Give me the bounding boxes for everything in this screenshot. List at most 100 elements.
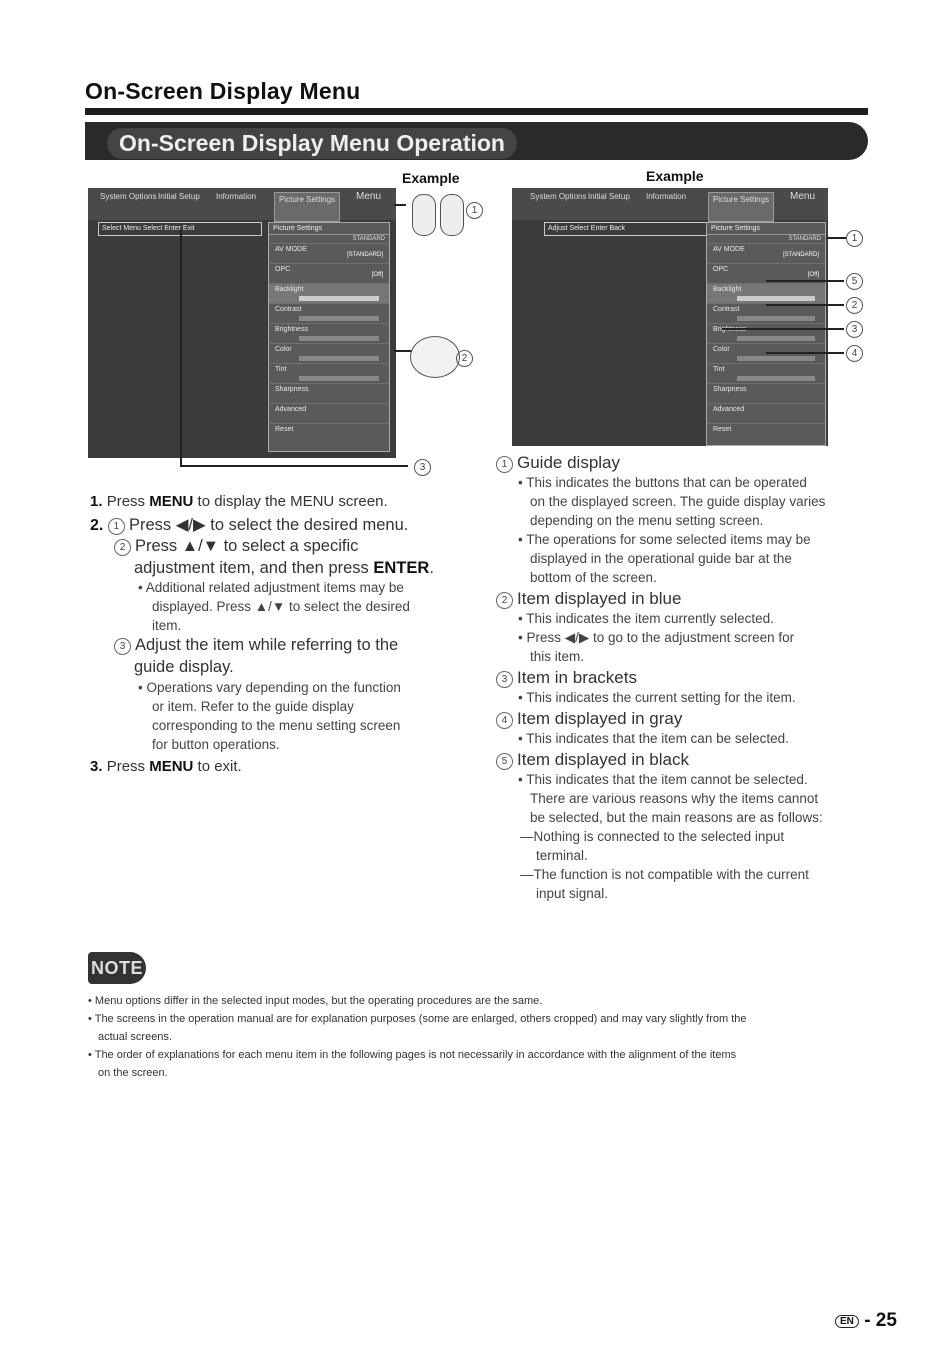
step-text: Press ◀/▶ to select the desired menu.: [128, 516, 409, 534]
menu-row: Contrast: [269, 303, 389, 323]
circle-4-icon: 4: [496, 712, 513, 729]
step-text: Press ▲/▼ to select a specific: [135, 537, 359, 555]
legend-line: on the displayed screen. The guide displ…: [530, 494, 826, 509]
step-3: 3. Press MENU to exit.: [90, 758, 242, 775]
callout-number-3: 3: [846, 321, 863, 338]
tab-picture-settings: Picture Settings: [274, 192, 341, 222]
circle-5-icon: 5: [496, 753, 513, 770]
tab-system-options: System Options: [530, 192, 587, 201]
menu-panel: Picture Settings STANDARD AV MODE[STANDA…: [268, 222, 390, 452]
language-en-icon: EN: [835, 1315, 859, 1328]
legend-2-text: • This indicates the item currently sele…: [518, 611, 795, 664]
row-label: Reset: [275, 426, 294, 433]
callout-line-3-vertical: [180, 230, 182, 466]
remote-left-right-keys-icon: [412, 194, 436, 236]
bullet-line: or item. Refer to the guide display: [152, 699, 354, 714]
step-2b-line2: adjustment item, and then press ENTER.: [134, 559, 434, 578]
legend-heading-text: Item displayed in gray: [517, 709, 683, 728]
note-item: The order of explanations for each menu …: [94, 1049, 737, 1061]
menu-row: AV MODE [STANDARD]: [269, 243, 389, 263]
menu-row: Reset: [269, 423, 389, 443]
menu-row: Reset: [707, 423, 825, 443]
legend-4-text: • This indicates that the item can be se…: [518, 731, 789, 746]
row-label: OPC: [713, 266, 729, 273]
menu-row: Sharpness: [269, 383, 389, 403]
row-label: Contrast: [713, 306, 740, 313]
row-label: Advanced: [275, 406, 307, 413]
legend-1-text: • This indicates the buttons that can be…: [518, 475, 826, 585]
slider-bar: [299, 376, 379, 381]
callout-number-5: 5: [846, 273, 863, 290]
legend-heading-text: Item displayed in blue: [517, 589, 682, 608]
menu-row: Sharpness: [707, 383, 825, 403]
legend-line: There are various reasons why the items …: [530, 791, 819, 806]
enter-key-label: ENTER: [373, 559, 430, 577]
tab-system-options: System Options: [100, 192, 157, 201]
slider-bar: [299, 356, 379, 361]
standard-label: STANDARD: [788, 236, 821, 242]
legend-line: depending on the menu setting screen.: [530, 513, 764, 528]
callout-line-2: [394, 350, 412, 352]
row-label: Tint: [713, 366, 725, 373]
row-value: [STANDARD]: [347, 252, 383, 258]
legend-line: The operations for some selected items m…: [526, 532, 811, 547]
row-label: Brightness: [275, 326, 309, 333]
legend-line: —The function is not compatible with the…: [520, 867, 809, 882]
row-value: [STANDARD]: [783, 252, 819, 258]
legend-5-text: • This indicates that the item cannot be…: [518, 772, 823, 901]
row-label: Color: [275, 346, 292, 353]
note-list: • Menu options differ in the selected in…: [88, 992, 888, 1082]
example-label-right: Example: [646, 168, 704, 184]
callout-number-1: 1: [846, 230, 863, 247]
slider-bar: [737, 316, 815, 321]
legend-line: This indicates the item currently select…: [526, 611, 774, 626]
slider-bar: [737, 356, 815, 361]
menu-row: Tint: [707, 363, 825, 383]
bullet-line: Operations vary depending on the functio…: [146, 680, 401, 695]
step-text: adjustment item, and then press: [134, 559, 374, 577]
row-value: [Off]: [371, 272, 383, 278]
menu-row: Advanced: [707, 403, 825, 423]
legend-heading-text: Item displayed in black: [517, 750, 689, 769]
section-title: On-Screen Display Menu: [85, 78, 361, 104]
menu-row: Color: [707, 343, 825, 363]
menu-row: Color: [269, 343, 389, 363]
row-label: Sharpness: [713, 386, 747, 393]
note-badge: NOTE: [88, 952, 146, 984]
row-label: AV MODE: [275, 246, 307, 253]
slider-bar: [737, 296, 815, 301]
note-item: on the screen.: [98, 1067, 168, 1079]
row-label: Backlight: [713, 286, 742, 293]
callout-line-2: [766, 304, 844, 306]
page-number: EN - 25: [835, 1310, 897, 1332]
row-label: OPC: [275, 266, 291, 273]
callout-number-4: 4: [846, 345, 863, 362]
step-number: 1.: [90, 493, 103, 510]
banner-title: On-Screen Display Menu Operation: [107, 128, 517, 159]
menu-tab-bar: System Options Initial Setup Information…: [512, 188, 828, 222]
row-label: Backlight: [275, 286, 304, 293]
remote-left-right-keys-icon: [440, 194, 464, 236]
legend-line: This indicates the buttons that can be o…: [526, 475, 807, 490]
tab-picture-settings: Picture Settings: [708, 192, 775, 222]
step-2c-line2: guide display.: [134, 658, 234, 676]
note-item: Menu options differ in the selected inpu…: [94, 995, 543, 1007]
legend-heading-text: Item in brackets: [517, 668, 637, 687]
tab-information: Information: [216, 192, 257, 201]
tab-initial-setup: Initial Setup: [588, 192, 630, 201]
row-label: AV MODE: [713, 246, 745, 253]
bullet-line: corresponding to the menu setting screen: [152, 718, 401, 733]
legend-line: input signal.: [536, 886, 609, 901]
step-1: 1. Press MENU to display the MENU screen…: [90, 493, 388, 510]
menu-key-label: MENU: [149, 758, 194, 775]
legend-line: terminal.: [536, 848, 588, 863]
row-label: Advanced: [713, 406, 745, 413]
tv-screen-right: System Options Initial Setup Information…: [512, 188, 828, 446]
callout-number-2: 2: [846, 297, 863, 314]
step-text: to display the MENU screen.: [193, 493, 388, 510]
guide-display-bar: Adjust Select Enter Back: [544, 222, 708, 236]
